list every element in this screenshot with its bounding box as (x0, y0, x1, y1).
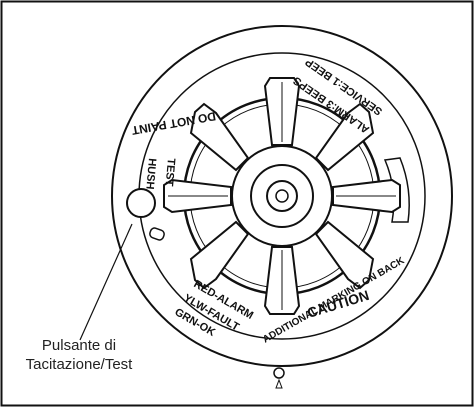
hush-test-button[interactable] (126, 188, 156, 218)
sensor-core (275, 189, 289, 203)
callout-leader-line (79, 223, 133, 341)
label-hush: HUSH (143, 158, 158, 190)
callout-line-1: Pulsante di (41, 337, 117, 354)
callout-label: Pulsante di Tacitazione/Test (4, 336, 154, 374)
led-indicator (149, 227, 165, 241)
label-test: TEST (163, 158, 177, 187)
bottom-hole (273, 367, 285, 379)
callout-line-2: Tacitazione/Test (25, 356, 133, 373)
bottom-tab (275, 378, 283, 389)
